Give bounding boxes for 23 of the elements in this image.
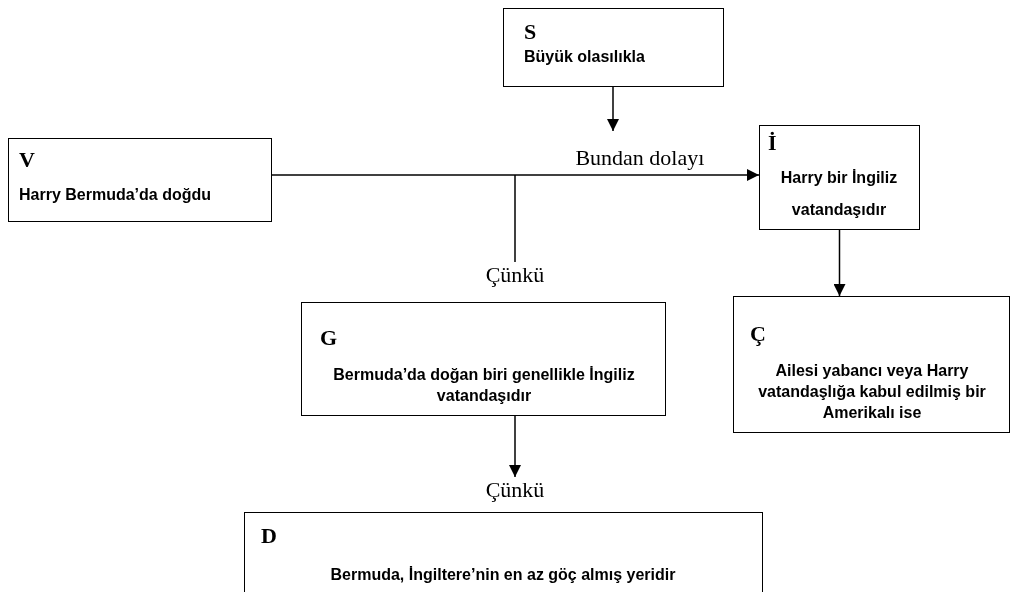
text-box: [759, 125, 920, 230]
box-letter: V: [19, 149, 35, 171]
box-text: Ailesi yabancı veya Harry vatandaşlığa kabul edilmiş bir Amerikalı ise: [757, 361, 987, 423]
box-letter: İ: [768, 132, 777, 154]
box-letter: G: [320, 327, 338, 349]
box-letter: Ç: [750, 323, 766, 345]
arrow: [833, 229, 846, 297]
text-box: [503, 8, 724, 87]
box-text: Bermuda, İngiltere’nin en az göç almış yeridir: [329, 565, 677, 585]
box-text: Bermuda’da doğan biri genellikle İngiliz vatandaşıdır: [332, 365, 636, 406]
box-text: Harry bir İngiliz vatandaşıdır: [779, 168, 899, 220]
text-box: [733, 296, 1010, 433]
arrow: [607, 86, 619, 132]
text-box: [244, 512, 763, 592]
box-letter: D: [261, 525, 277, 547]
box-text: Büyük olasılıkla: [524, 47, 646, 67]
arrow: [509, 415, 521, 478]
box-letter: S: [524, 21, 537, 43]
text-box: [8, 138, 272, 222]
text-box: [301, 302, 666, 416]
box-text: Harry Bermuda’da doğdu: [19, 185, 213, 205]
connector-line: [514, 174, 516, 263]
arrow: [271, 169, 760, 181]
